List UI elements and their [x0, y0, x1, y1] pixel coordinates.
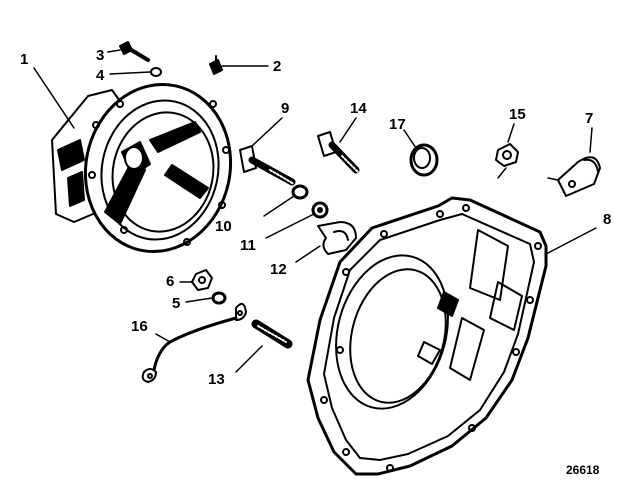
callout-7: 7 — [585, 110, 594, 127]
part-14-bolt — [317, 117, 360, 174]
part-8-flywheel-housing — [306, 196, 597, 476]
part-1-housing — [51, 82, 233, 254]
callout-3: 3 — [96, 47, 105, 64]
callout-8: 8 — [603, 211, 612, 228]
figure-number: 26618 — [566, 463, 600, 477]
part-16-strap — [141, 302, 247, 383]
callout-9: 9 — [281, 100, 290, 117]
part-12-clamp — [295, 221, 357, 263]
callout-4: 4 — [96, 67, 105, 84]
part-6-nut — [179, 269, 213, 291]
callout-16: 16 — [131, 318, 148, 335]
callout-2: 2 — [273, 58, 282, 75]
callout-5: 5 — [172, 295, 181, 312]
part-3-screw — [107, 41, 150, 62]
callout-13: 13 — [208, 371, 225, 388]
callout-1: 1 — [20, 51, 29, 68]
callout-10: 10 — [215, 218, 232, 235]
callout-6: 6 — [166, 273, 175, 290]
callout-14: 14 — [350, 100, 367, 117]
callout-12: 12 — [270, 261, 287, 278]
part-11-washer — [265, 201, 329, 239]
part-7-clip — [547, 127, 601, 197]
part-5-washer — [185, 291, 227, 305]
part-10-washer — [263, 184, 309, 217]
part-4-washer — [109, 67, 162, 77]
part-13-stud — [235, 319, 293, 373]
leader-line-1 — [33, 67, 75, 129]
callout-17: 17 — [389, 116, 406, 133]
callout-11: 11 — [240, 237, 256, 254]
part-15-nut — [495, 123, 519, 179]
part-17-plug — [403, 129, 439, 177]
part-2-fitting — [209, 55, 269, 75]
callout-15: 15 — [509, 106, 526, 123]
part-9-bolt — [239, 117, 296, 186]
